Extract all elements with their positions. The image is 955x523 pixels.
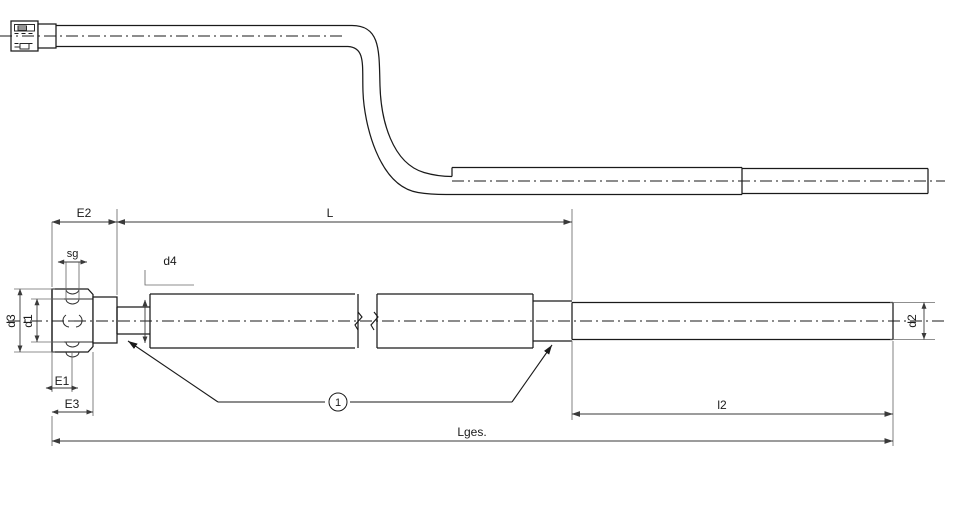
top-tube-s-bend <box>347 24 453 196</box>
dimension-d4: d4 <box>142 254 194 344</box>
tube-step-shoulder <box>533 300 572 342</box>
fitting-sleeve <box>92 296 118 344</box>
dimension-label-E2: E2 <box>77 206 92 220</box>
dimension-label-E3: E3 <box>65 397 80 411</box>
balloon-circle-1 <box>328 392 348 412</box>
dimension-Lges: Lges. <box>51 416 894 446</box>
top-tube-tip-step <box>741 167 929 195</box>
dimension-d2: d2 <box>890 302 935 340</box>
callout-balloon-1-group: 1 <box>127 340 553 412</box>
dimension-d1: d1 <box>21 298 64 343</box>
dimension-d3: d3 <box>4 288 55 353</box>
dimension-sg: sg <box>57 248 88 300</box>
dimension-l2: l2 <box>571 341 894 420</box>
dimension-E3: E3 <box>51 352 94 416</box>
dimension-label-d4: d4 <box>163 254 177 268</box>
dimension-L: L <box>116 206 573 300</box>
dimension-label-d2: d2 <box>905 314 919 328</box>
break-symbol <box>354 311 379 331</box>
top-tube-lower-run <box>446 166 742 196</box>
bottom-view-group <box>8 288 945 358</box>
dimension-label-sg: sg <box>67 248 79 260</box>
dimension-label-d1: d1 <box>21 314 35 328</box>
dimension-label-Lges: Lges. <box>457 425 486 439</box>
dimension-label-E1: E1 <box>55 374 70 388</box>
balloon-label-1: 1 <box>335 397 341 409</box>
main-tube-right <box>376 293 534 349</box>
dimension-label-l2: l2 <box>717 398 727 412</box>
dimension-E1: E1 <box>45 352 79 392</box>
dimension-E2: E2 <box>51 206 118 295</box>
dimension-label-d3: d3 <box>4 314 18 328</box>
dimension-label-L: L <box>327 206 334 220</box>
top-tube-upper-run <box>56 24 352 48</box>
fitting-head <box>51 288 94 358</box>
top-view-centerline <box>0 35 945 182</box>
top-view-group <box>0 20 945 196</box>
